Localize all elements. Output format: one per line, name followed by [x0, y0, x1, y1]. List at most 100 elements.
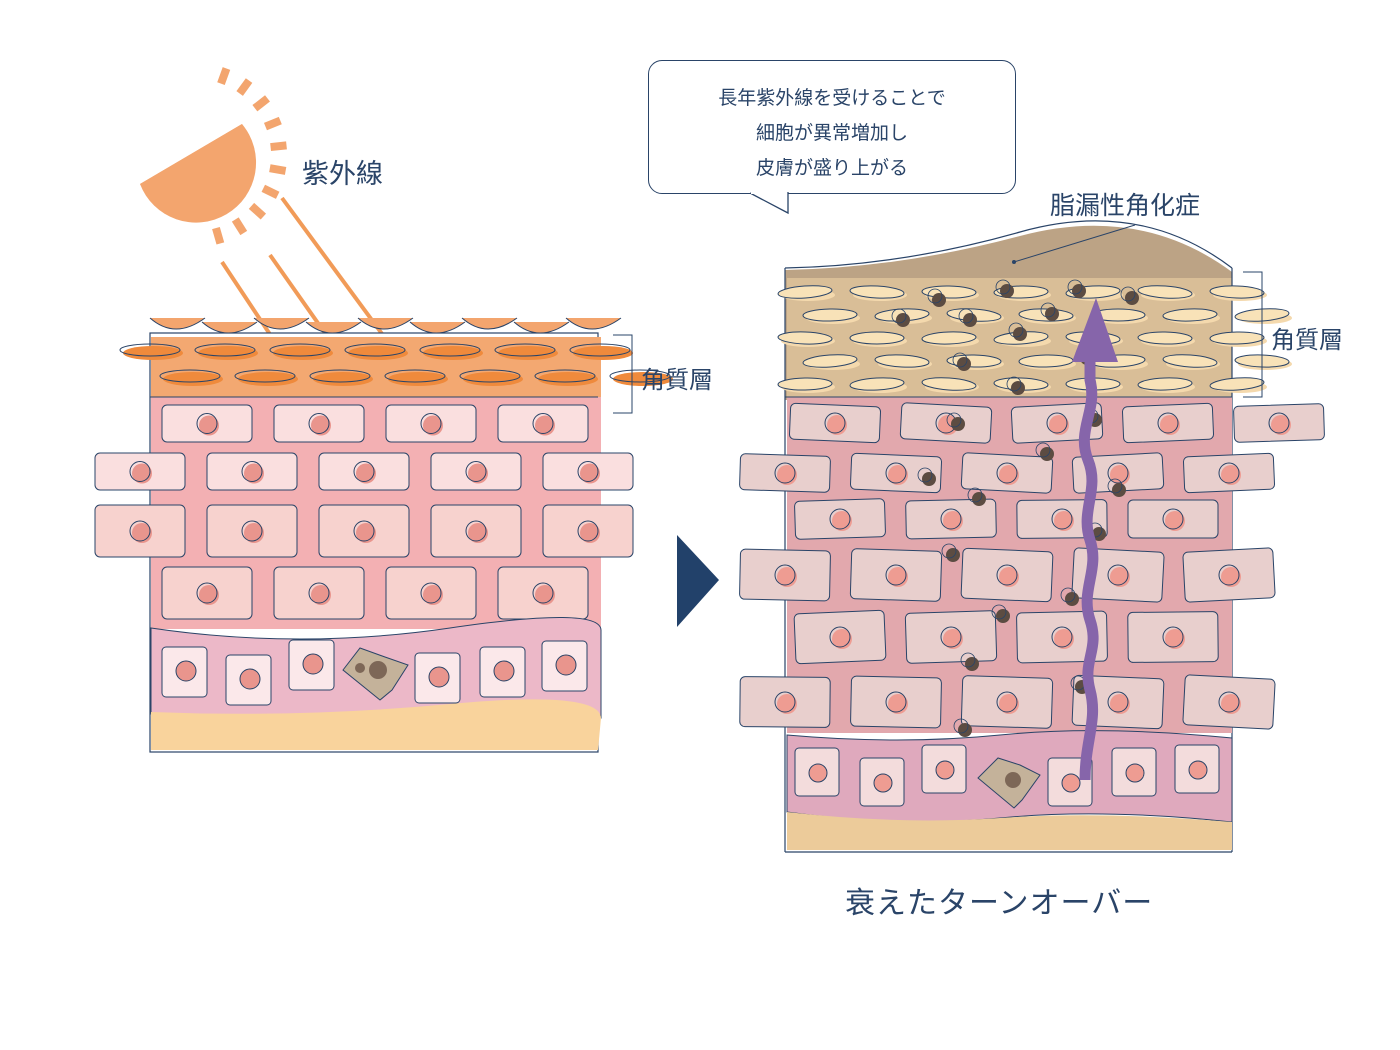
corneum-cell: [1162, 354, 1218, 368]
melanin-granule: [896, 313, 910, 327]
nucleus-outline: [1218, 462, 1240, 484]
nucleus-outline: [577, 461, 599, 482]
corneum-cell-outline: [159, 369, 221, 383]
corneum-cell: [849, 377, 905, 391]
bubble-line: 細胞が異常増加し: [755, 122, 908, 144]
melanin-outline: [1067, 279, 1083, 295]
corneum-cell: [849, 285, 905, 299]
flaking-cell: [201, 321, 258, 334]
corneum-cell: [1137, 285, 1193, 299]
speech-bubble: 長年紫外線を受けることで 細胞が異常増加し 皮膚が盛り上がる: [648, 60, 1016, 194]
aged-skin-cross-section: [739, 220, 1325, 853]
flaking-cell: [149, 317, 206, 330]
melanin-granule: [922, 472, 936, 486]
nucleus-outline: [308, 582, 330, 604]
corneum-cell: [313, 372, 373, 386]
nucleus: [302, 653, 324, 675]
melanin-granule: [972, 492, 986, 506]
caption: 衰えたターンオーバー: [845, 886, 1154, 921]
sun-ray: [236, 78, 253, 96]
nucleus-outline: [774, 564, 796, 586]
nucleus-outline: [885, 564, 907, 586]
flaking-cell: [357, 317, 414, 330]
corneum-cell: [348, 346, 408, 360]
nucleus-outline: [532, 413, 554, 434]
melanin-outline: [991, 604, 1007, 620]
sun-body: [140, 124, 257, 223]
turnover-arrow: [1078, 360, 1099, 781]
bubble-line: 皮膚が盛り上がる: [755, 157, 908, 179]
corneum-cell: [423, 346, 483, 360]
sun-ray: [270, 141, 287, 152]
nucleus-outline: [829, 508, 851, 530]
turnover-arrow-head: [1072, 298, 1118, 362]
melanin: [355, 663, 365, 673]
nucleus: [1125, 763, 1145, 783]
stratum-corneum: [151, 337, 601, 397]
sun-ray: [252, 95, 270, 112]
nucleus: [808, 763, 828, 783]
melanin-granule: [957, 357, 971, 371]
nucleus: [493, 660, 515, 682]
nucleus-outline: [1051, 626, 1073, 648]
nucleus-outline: [196, 413, 218, 434]
nucleus-outline: [1107, 691, 1129, 713]
nucleus: [428, 666, 450, 688]
stratum-corneum-label-right: 角質層: [1271, 326, 1343, 354]
nucleus-outline: [196, 582, 218, 604]
melanin: [369, 661, 387, 679]
corneum-cell: [874, 354, 930, 368]
corneum-cell: [1162, 308, 1218, 322]
nucleus-outline: [996, 462, 1018, 484]
nucleus: [1188, 760, 1208, 780]
sun-ray: [263, 116, 282, 131]
normal-skin-cross-section: [94, 317, 673, 753]
corneum-cell: [613, 372, 673, 386]
corneum-cell: [921, 377, 977, 391]
melanin-outline: [917, 467, 933, 483]
corneum-cell: [1137, 377, 1193, 391]
skin-surface: [784, 220, 1233, 269]
corneum-cell-outline: [344, 343, 406, 357]
nucleus-outline: [996, 691, 1018, 713]
melanin-granule: [946, 548, 960, 562]
corneum-cell: [1209, 377, 1265, 391]
corneum-cell: [921, 331, 977, 345]
nucleus-outline: [824, 412, 846, 434]
corneum-cell-outline: [494, 343, 556, 357]
corneum-cell-outline: [234, 369, 296, 383]
nucleus-outline: [420, 413, 442, 434]
sun-ray: [248, 202, 267, 220]
melanin-granule: [1092, 527, 1106, 541]
corneum-cell-outline: [459, 369, 521, 383]
corneum-cell: [163, 372, 223, 386]
melanin-outline: [1107, 478, 1123, 494]
nucleus-outline: [1107, 462, 1129, 484]
nucleus-outline: [1107, 564, 1129, 586]
nucleus: [1061, 773, 1081, 793]
nucleus-outline: [129, 520, 151, 542]
corneum-cell: [273, 346, 333, 360]
bubble-tail: [750, 192, 789, 215]
nucleus-outline: [241, 461, 263, 482]
corneum-cell-outline: [609, 369, 671, 383]
nucleus-outline: [241, 520, 263, 542]
corneum-cell: [777, 285, 833, 299]
melanin-granule: [996, 609, 1010, 623]
corneum-cell: [1137, 331, 1193, 345]
melanin-granule: [1013, 327, 1027, 341]
melanin-granule: [932, 293, 946, 307]
melanin-granule: [1000, 284, 1014, 298]
sun-ray: [212, 226, 225, 245]
bubble-line: 長年紫外線を受けることで: [718, 87, 946, 109]
corneum-cell: [123, 346, 183, 360]
melanin-granule: [951, 417, 965, 431]
melanin-outline: [952, 352, 968, 368]
melanin-outline: [1060, 587, 1076, 603]
nucleus: [239, 668, 261, 690]
nucleus-outline: [1051, 508, 1073, 530]
nucleus: [935, 760, 955, 780]
corneum-cell: [802, 354, 858, 368]
nucleus-outline: [353, 461, 375, 482]
